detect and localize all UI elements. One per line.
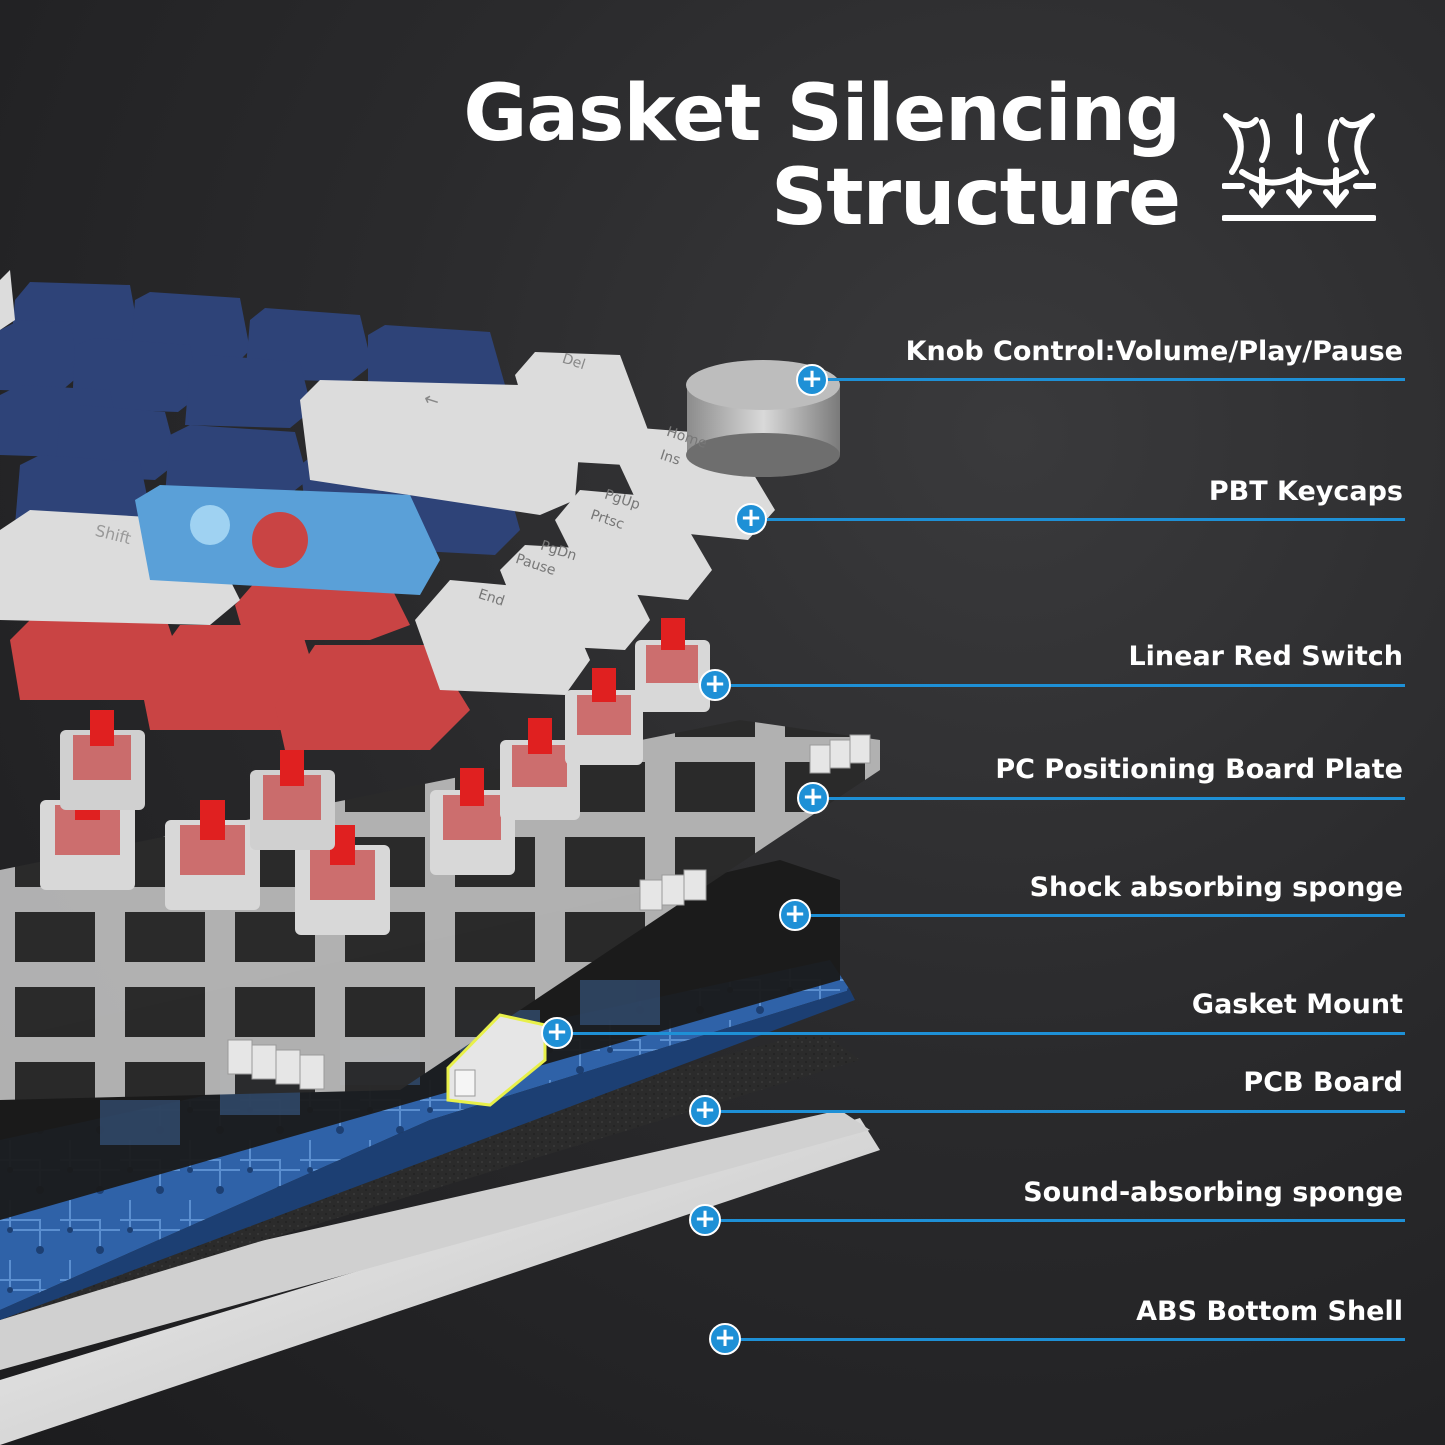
- pcb-board: [0, 960, 855, 1320]
- callout-line: [706, 1110, 1405, 1113]
- title-line-2: Structure: [771, 153, 1181, 243]
- title-line-1: Gasket Silencing: [463, 69, 1181, 159]
- abs-bottom-shell: [0, 1110, 880, 1445]
- callout-label: Linear Red Switch: [1128, 641, 1403, 672]
- gasket-mount: [446, 1013, 547, 1107]
- red-keycaps: [10, 565, 470, 750]
- callout-label: Knob Control:Volume/Play/Pause: [905, 336, 1403, 367]
- callout-line: [726, 1338, 1405, 1341]
- callout-label: PC Positioning Board Plate: [995, 754, 1403, 785]
- plus-icon[interactable]: +: [689, 1095, 721, 1127]
- plus-icon[interactable]: +: [735, 503, 767, 535]
- callout-label: ABS Bottom Shell: [1136, 1296, 1403, 1327]
- plus-icon[interactable]: +: [796, 364, 828, 396]
- sound-absorbing-sponge: [0, 1030, 860, 1320]
- callout-label: Shock absorbing sponge: [1029, 872, 1403, 903]
- plus-icon[interactable]: +: [779, 899, 811, 931]
- plus-icon[interactable]: +: [689, 1204, 721, 1236]
- knob: [686, 360, 840, 477]
- gasket-structure-icon: [1222, 113, 1376, 221]
- callout-line: [796, 914, 1405, 917]
- callout-line: [812, 378, 1405, 381]
- callout-label: Gasket Mount: [1191, 989, 1403, 1020]
- plus-icon[interactable]: +: [699, 669, 731, 701]
- plus-icon[interactable]: +: [709, 1323, 741, 1355]
- callout-line: [814, 797, 1405, 800]
- plus-icon[interactable]: +: [797, 782, 829, 814]
- callout-label: PCB Board: [1243, 1067, 1403, 1098]
- linear-red-switches: [40, 618, 710, 935]
- page-title: Gasket Silencing Structure: [463, 69, 1181, 243]
- callout-line: [706, 1219, 1405, 1222]
- callout-line: [716, 684, 1405, 687]
- callout-line: [558, 1032, 1405, 1035]
- callout-label: PBT Keycaps: [1208, 476, 1403, 507]
- pc-positioning-plate: [0, 720, 880, 1107]
- callout-line: [752, 518, 1405, 521]
- artisan-keycap: [135, 485, 440, 595]
- callout-label: Sound-absorbing sponge: [1023, 1177, 1403, 1208]
- plus-icon[interactable]: +: [541, 1017, 573, 1049]
